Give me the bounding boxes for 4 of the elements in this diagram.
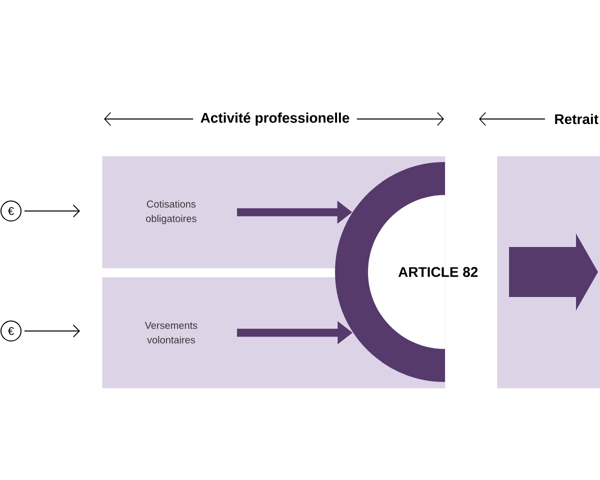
arrow	[24, 324, 80, 338]
period-label: Activité professionelle	[200, 112, 350, 126]
arrow	[24, 204, 80, 218]
period-label: Retrait	[555, 114, 598, 124]
